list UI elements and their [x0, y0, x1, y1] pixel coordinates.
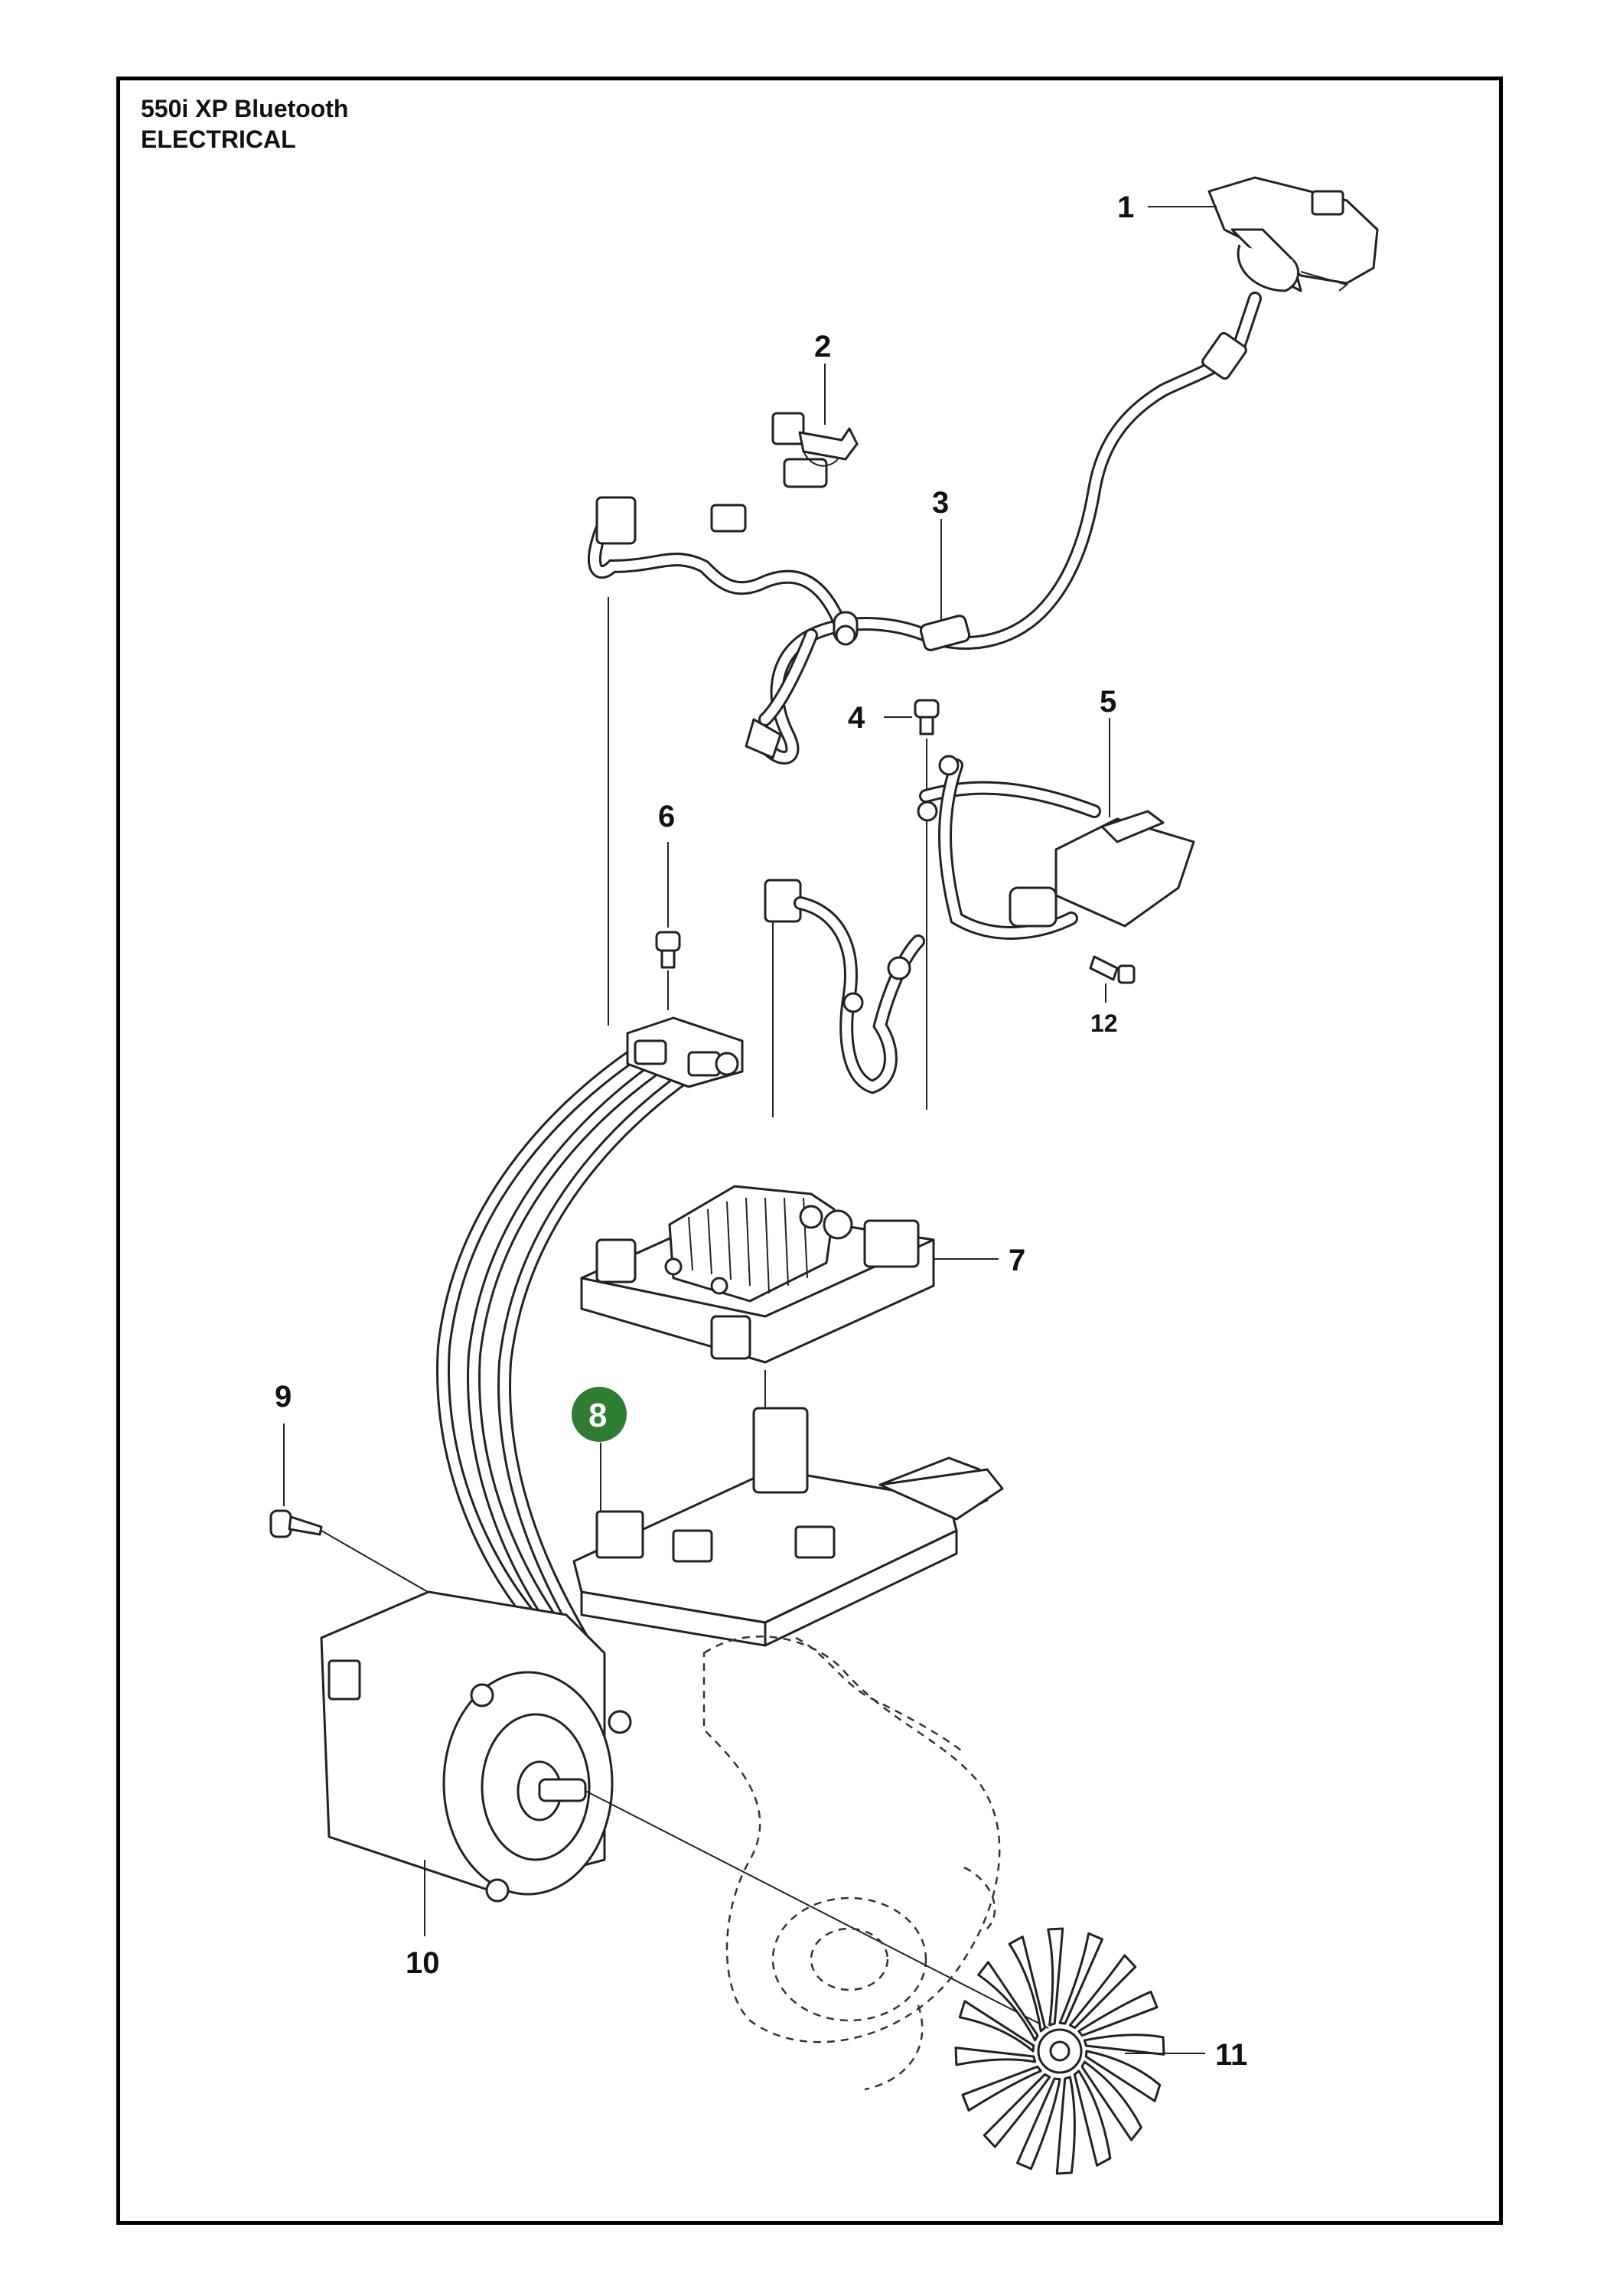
fan-blade	[1084, 2050, 1162, 2102]
part-9-bolt[interactable]	[269, 1509, 323, 1538]
callout-4[interactable]: 4	[848, 701, 865, 735]
callout-7[interactable]: 7	[1009, 1244, 1025, 1277]
model-name: 550i XP Bluetooth	[141, 95, 349, 122]
part-6-screw[interactable]	[655, 931, 681, 969]
callout-12[interactable]: 12	[1090, 1009, 1118, 1037]
fan-blade	[1077, 1991, 1159, 2037]
fan-blade	[983, 2073, 1051, 2148]
callout-5[interactable]: 5	[1100, 685, 1116, 719]
fan-blade	[1083, 2033, 1165, 2056]
part-12-screw[interactable]	[1089, 955, 1136, 984]
fan-blade	[1016, 2077, 1061, 2170]
callout-11[interactable]: 11	[1215, 2038, 1247, 2072]
assembly-line-10	[585, 1790, 1049, 2029]
part-2-connector[interactable]	[771, 412, 859, 488]
part-1-switch[interactable]	[1207, 176, 1379, 292]
callout-8-badge[interactable]	[572, 1387, 627, 1442]
callout-8[interactable]: 8	[588, 1397, 607, 1434]
callout-10[interactable]: 10	[406, 1946, 440, 1980]
fan-blade	[977, 1961, 1039, 2042]
sensor-harness[interactable]	[764, 879, 925, 1094]
assembly-line-9	[321, 1530, 448, 1604]
callout-2[interactable]: 2	[814, 330, 831, 364]
part-4-screw[interactable]	[914, 699, 940, 735]
callout-3[interactable]: 3	[932, 486, 949, 520]
part-11-fan[interactable]	[954, 1927, 1165, 2175]
section-name: ELECTRICAL	[141, 126, 296, 153]
page-title: 550i XP Bluetooth ELECTRICAL	[141, 93, 348, 155]
fan-blade	[1047, 1927, 1064, 2027]
fan-blade	[1068, 1954, 1137, 2030]
fan-blade	[958, 2000, 1035, 2053]
motor-cables[interactable]	[436, 1016, 744, 1645]
part-5-connector-block[interactable]	[917, 755, 1195, 940]
fan-blade	[1058, 1932, 1103, 2025]
callout-6[interactable]: 6	[658, 800, 675, 833]
part-10-motor[interactable]	[320, 1590, 632, 1903]
fan-blade	[961, 2065, 1042, 2112]
fan-housing-reference	[702, 1635, 1001, 2091]
callout-1[interactable]: 1	[1117, 191, 1134, 224]
callout-9[interactable]: 9	[275, 1380, 292, 1414]
part-8-bracket[interactable]	[572, 1407, 1004, 1647]
fan-blade	[1080, 2060, 1142, 2141]
fan-blade	[1073, 2069, 1112, 2167]
fan-hub-center	[1049, 2040, 1071, 2062]
fan-blade	[1008, 1936, 1047, 2033]
part-3-harness[interactable]	[588, 292, 1262, 765]
part-7-controller[interactable]	[580, 1185, 935, 1364]
diagram-frame	[116, 77, 1503, 2225]
fan-blade	[1055, 2076, 1076, 2175]
fan-blade	[954, 2047, 1037, 2066]
